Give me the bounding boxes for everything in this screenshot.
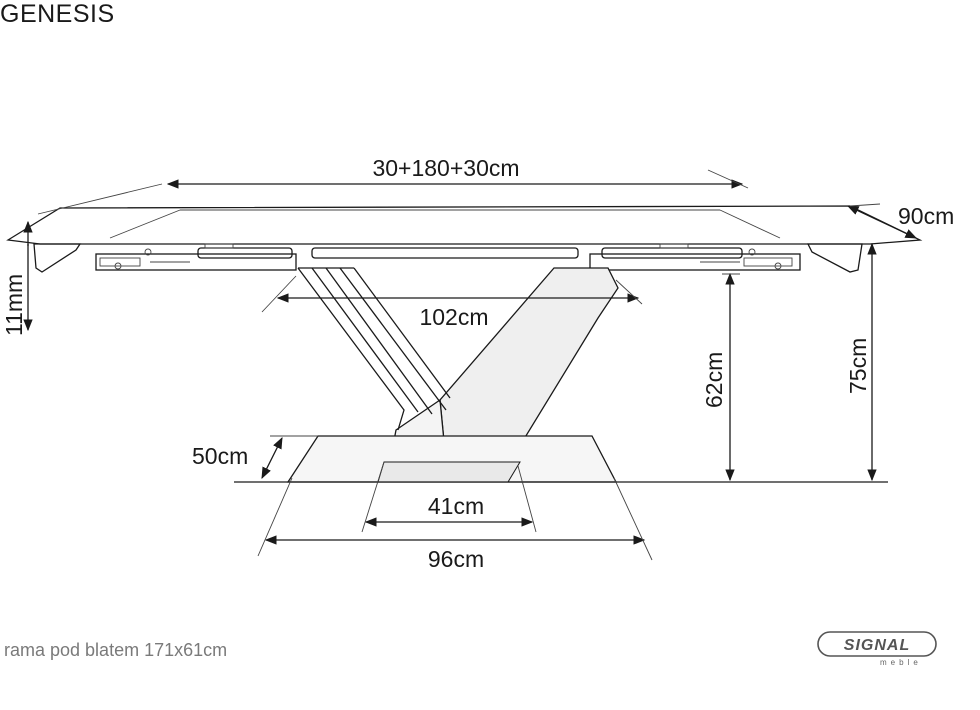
- frame-span-label: 102cm: [419, 304, 488, 330]
- frame-size-note: rama pod blatem 171x61cm: [4, 640, 228, 660]
- logo-sub: meble: [880, 658, 922, 667]
- extension-flaps: [33, 243, 863, 273]
- base-height-label: 62cm: [701, 352, 727, 408]
- table-top: [6, 205, 923, 246]
- total-height-label: 75cm: [845, 338, 871, 394]
- base-plate-depth-label: 50cm: [192, 443, 248, 469]
- under-frame: [95, 243, 801, 271]
- dim-column-width: 41cm: [361, 461, 537, 533]
- dim-frame-span: 102cm: [261, 275, 643, 330]
- logo-name: SIGNAL: [844, 637, 910, 654]
- extended-length-label: 30+180+30cm: [372, 155, 519, 181]
- depth-label: 90cm: [898, 203, 954, 229]
- dim-total-height: 75cm: [845, 242, 877, 482]
- dim-base-plate-length: 96cm: [257, 477, 653, 572]
- dim-base-plate-depth: 50cm: [192, 435, 318, 480]
- dim-extended-length: 30+180+30cm: [37, 155, 749, 215]
- top-thickness-label: 11mm: [1, 274, 27, 336]
- dim-top-thickness: 11mm: [1, 220, 33, 336]
- base-plate: [286, 435, 618, 483]
- signal-logo: SIGNAL meble: [817, 631, 937, 667]
- column-width-label: 41cm: [428, 493, 484, 519]
- dim-base-height: 62cm: [701, 272, 740, 482]
- pedestal: [297, 267, 619, 463]
- base-plate-length-label: 96cm: [428, 546, 484, 572]
- product-title: GENESIS: [0, 0, 115, 28]
- dim-depth: 90cm: [846, 203, 954, 239]
